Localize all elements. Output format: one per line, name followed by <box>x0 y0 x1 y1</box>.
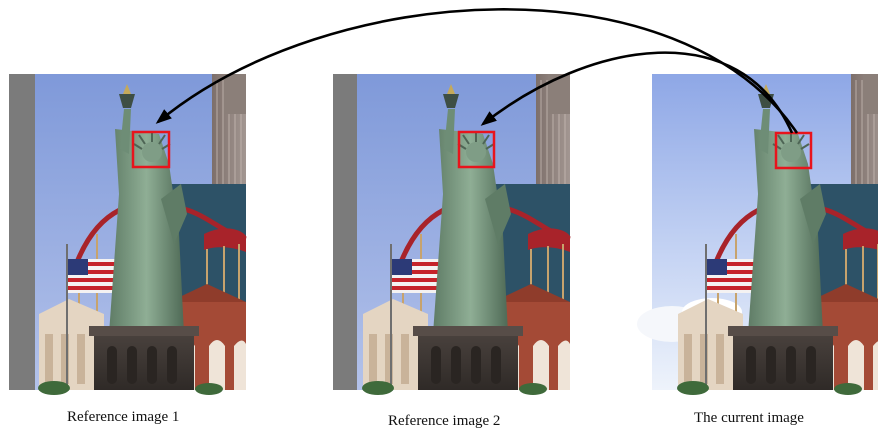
current-image <box>637 74 878 395</box>
caption-reference-image-1: Reference image 1 <box>67 409 180 425</box>
crown-highlight-box-current <box>774 131 813 170</box>
crown-highlight-box-1 <box>131 130 171 169</box>
dark-pillar <box>9 74 35 390</box>
arrow-current-to-reference-1 <box>155 8 799 134</box>
reference-image-2 <box>333 74 570 395</box>
caption-reference-image-2: Reference image 2 <box>388 413 501 429</box>
reference-image-1 <box>9 74 246 395</box>
caption-current-image: The current image <box>694 410 804 426</box>
dark-pillar <box>333 74 357 390</box>
arrow-current-to-reference-2 <box>480 51 794 134</box>
crown-highlight-box-2 <box>457 130 496 169</box>
